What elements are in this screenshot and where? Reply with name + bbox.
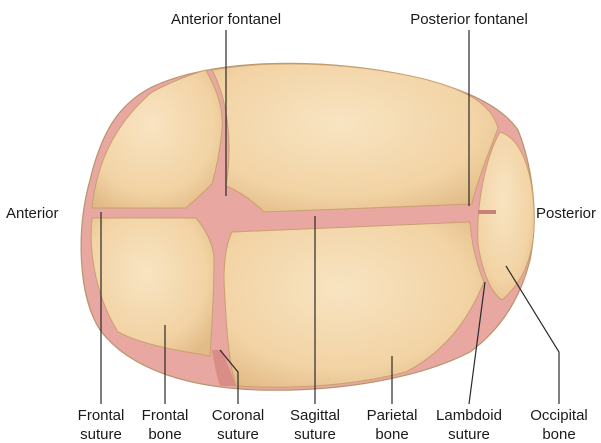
- svg-text:Coronal: Coronal: [212, 407, 265, 424]
- svg-text:Lambdoid: Lambdoid: [436, 407, 502, 424]
- svg-text:bone: bone: [542, 426, 575, 443]
- svg-text:suture: suture: [217, 426, 259, 443]
- label-posterior: Posterior: [536, 205, 596, 222]
- label-frontal-bone: Frontal bone: [142, 407, 189, 443]
- svg-text:suture: suture: [80, 426, 122, 443]
- svg-text:bone: bone: [148, 426, 181, 443]
- label-coronal-suture: Coronal suture: [212, 407, 265, 443]
- label-anterior: Anterior: [6, 205, 59, 222]
- parietal-bone-upper: [212, 64, 498, 212]
- posterior-fontanel-notch: [478, 210, 496, 214]
- label-posterior-fontanel: Posterior fontanel: [410, 11, 528, 28]
- svg-text:Frontal: Frontal: [78, 407, 125, 424]
- label-frontal-suture: Frontal suture: [78, 407, 125, 443]
- svg-text:suture: suture: [294, 426, 336, 443]
- svg-text:Frontal: Frontal: [142, 407, 189, 424]
- svg-text:Parietal: Parietal: [367, 407, 418, 424]
- label-lambdoid-suture: Lambdoid suture: [436, 407, 502, 443]
- label-sagittal-suture: Sagittal suture: [290, 407, 340, 443]
- svg-text:bone: bone: [375, 426, 408, 443]
- label-anterior-fontanel: Anterior fontanel: [171, 11, 281, 28]
- svg-text:Occipital: Occipital: [530, 407, 588, 424]
- label-occipital-bone: Occipital bone: [530, 407, 588, 443]
- svg-text:Sagittal: Sagittal: [290, 407, 340, 424]
- svg-text:suture: suture: [448, 426, 490, 443]
- label-parietal-bone: Parietal bone: [367, 407, 418, 443]
